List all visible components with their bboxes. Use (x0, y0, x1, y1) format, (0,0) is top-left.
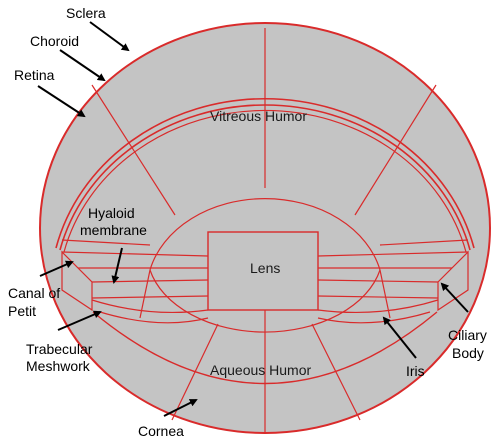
hyaloid-label-line2: membrane (80, 222, 147, 238)
trabecular-label-line1: Trabecular (26, 341, 93, 357)
choroid-arrow (60, 50, 104, 80)
cornea-label: Cornea (138, 423, 184, 439)
retina-label: Retina (14, 67, 55, 83)
iris-label: Iris (406, 363, 425, 379)
vitreous-humor-label: Vitreous Humor (210, 108, 307, 124)
sclera-label: Sclera (66, 5, 106, 21)
trabecular-label-line2: Meshwork (26, 358, 91, 374)
ciliary-label-line1: Ciliary (448, 327, 487, 343)
ciliary-label-line2: Body (452, 345, 484, 361)
hyaloid-label-line1: Hyaloid (88, 205, 135, 221)
lens-label: Lens (250, 260, 280, 276)
aqueous-humor-label: Aqueous Humor (210, 362, 312, 378)
canal-label-line1: Canal of (8, 285, 60, 301)
retina-arrow (38, 86, 84, 116)
canal-label-line2: Petit (8, 303, 36, 319)
sclera-arrow (90, 22, 128, 50)
choroid-label: Choroid (30, 33, 79, 49)
